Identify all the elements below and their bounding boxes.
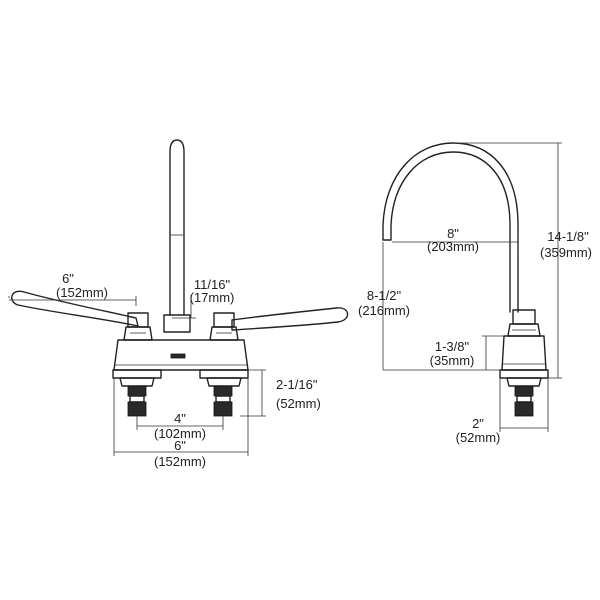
right-shank-top [213,385,233,397]
side-spout-gooseneck [382,142,519,313]
handle-reach-imperial: 6" [62,271,74,286]
brand-badge [170,353,186,359]
spout-width-imperial: 11/16" [194,277,231,292]
side-view: 8" (203mm) 14-1/8" (359mm) 8-1/2" (216mm… [358,142,592,445]
left-wrist-handle [11,290,139,327]
deck-width-metric: (152mm) [154,454,206,469]
side-base-plate [499,369,549,379]
right-nut [206,377,242,387]
base-height-imperial: 1-3/8" [435,339,470,354]
side-shank-mid [516,395,532,403]
front-view: 6" (152mm) 11/16" (17mm) 2-1/16" (52mm) … [8,139,349,469]
shank-length-metric: (52mm) [276,396,321,411]
side-spout-collar-top [512,309,536,325]
shank-width-metric: (52mm) [456,430,501,445]
overall-height-metric: (359mm) [540,245,592,260]
right-valve-cap [213,312,235,328]
right-shank-bottom [213,401,233,417]
left-base-plate [112,369,162,379]
side-nut [506,377,542,387]
left-shank-mid [129,395,145,403]
handle-reach-metric: (152mm) [56,285,108,300]
shank-length-imperial: 2-1/16" [276,377,318,392]
base-height-metric: (35mm) [430,353,475,368]
center-spacing-imperial: 4" [174,411,186,426]
left-nut [119,377,155,387]
left-valve-body [123,326,153,341]
front-spout-tube [169,139,185,316]
left-shank-top [127,385,147,397]
front-spout-collar [163,314,191,333]
spout-width-metric: (17mm) [190,290,235,305]
side-shank-top [514,385,534,397]
right-wrist-handle [231,307,349,331]
spout-reach-imperial: 8" [447,226,459,241]
spout-reach-metric: (203mm) [427,239,479,254]
side-shank-bottom [514,401,534,417]
clearance-metric: (216mm) [358,303,410,318]
right-base-plate [199,369,249,379]
clearance-imperial: 8-1/2" [367,288,402,303]
shank-width-imperial: 2" [472,416,484,431]
overall-height-imperial: 14-1/8" [547,229,589,244]
deck-width-imperial: 6" [174,438,186,453]
right-shank-mid [215,395,231,403]
side-body [501,335,547,371]
right-valve-body [209,326,239,341]
left-shank-bottom [127,401,147,417]
center-spacing-metric: (102mm) [154,426,206,441]
